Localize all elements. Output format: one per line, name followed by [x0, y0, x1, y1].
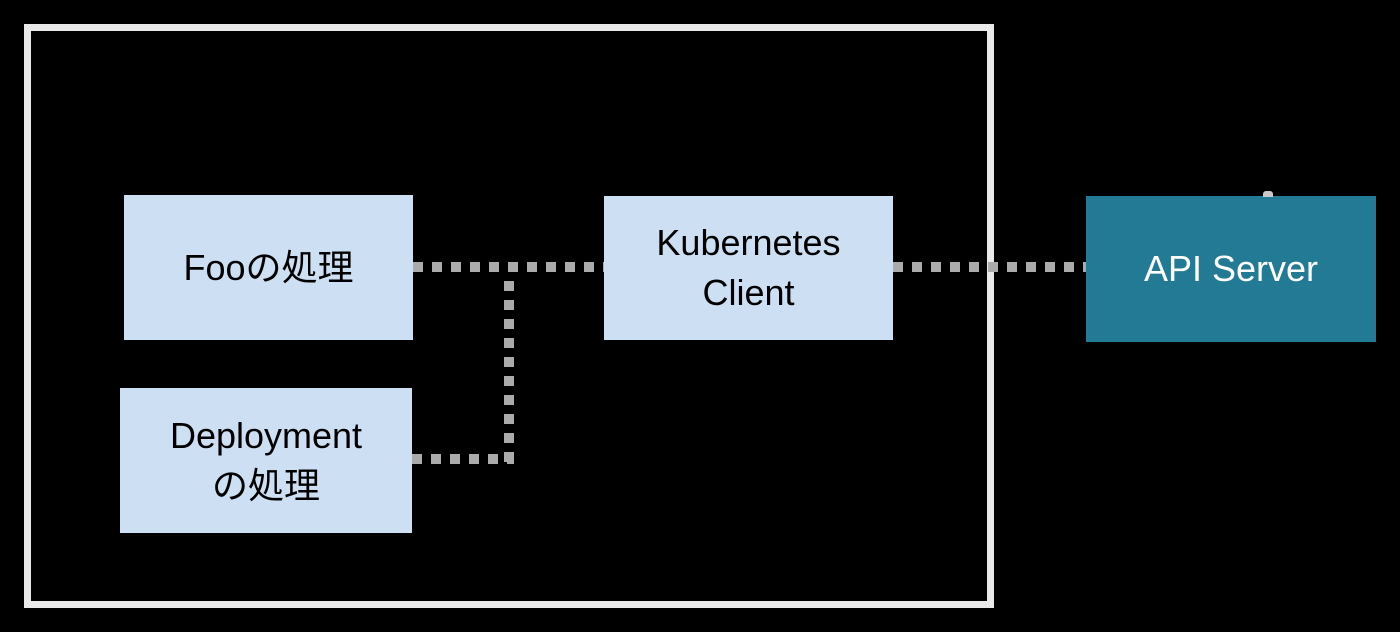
node-foo-handler: Fooの処理 — [124, 195, 413, 340]
controller-boundary-box — [24, 24, 994, 608]
connector-deployment-elbow-vertical — [504, 272, 514, 464]
connector-kubernetes-client-to-api-server — [893, 262, 1086, 272]
node-api-server-label: API Server — [1143, 248, 1319, 289]
connector-deployment-to-elbow — [412, 454, 514, 464]
node-deployment-handler-label: Deployment の処理 — [169, 414, 363, 506]
node-kubernetes-client: Kubernetes Client — [604, 196, 893, 340]
node-deployment-handler: Deployment の処理 — [120, 388, 412, 533]
node-api-server: API Server — [1086, 196, 1376, 342]
connector-foo-to-kubernetes-client — [413, 262, 604, 272]
node-foo-handler-label: Fooの処理 — [183, 246, 354, 288]
arrowhead-remnant-icon — [1263, 191, 1273, 197]
node-kubernetes-client-label: Kubernetes Client — [656, 222, 841, 313]
